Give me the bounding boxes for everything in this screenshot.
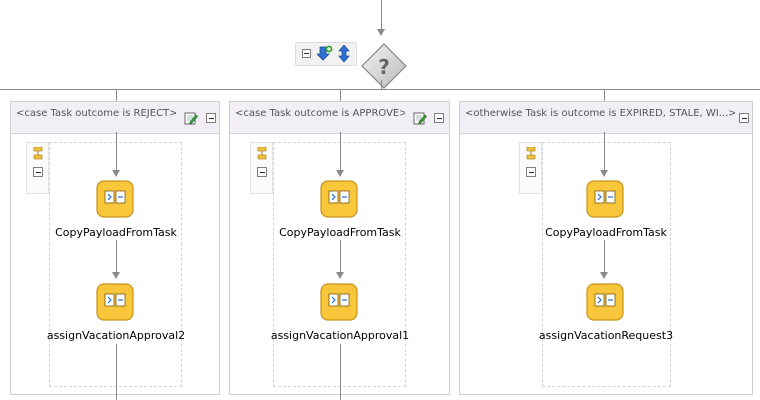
activity-label: assignVacationApproval2 <box>46 329 186 342</box>
branch-drop-3 <box>604 89 605 101</box>
branch-label: <otherwise Task is outcome is EXPIRED, S… <box>465 108 735 119</box>
collapse-branch-icon[interactable] <box>434 113 444 123</box>
arrowhead <box>336 170 344 177</box>
assign-activity-icon[interactable] <box>586 180 624 218</box>
assign-activity-icon[interactable] <box>320 180 358 218</box>
split-line <box>0 89 760 90</box>
branch-label: <case Task outcome is REJECT> <box>16 108 176 119</box>
branch-drop-1 <box>116 89 117 101</box>
connector <box>116 132 117 172</box>
svg-text:?: ? <box>378 55 390 79</box>
side-toolbar <box>250 142 273 194</box>
collapse-sequence-icon[interactable] <box>526 167 536 177</box>
collapse-branch-icon[interactable] <box>739 113 749 123</box>
question-diamond-icon[interactable]: ? <box>361 43 407 89</box>
add-branch-icon[interactable] <box>317 45 333 62</box>
connector <box>116 344 117 400</box>
sequence-container <box>542 142 671 387</box>
arrowhead <box>600 272 608 279</box>
incoming-arrowhead <box>377 29 385 36</box>
reorder-icon[interactable] <box>338 45 350 62</box>
branch-otherwise: <otherwise Task is outcome is EXPIRED, S… <box>459 101 753 395</box>
sequence-container <box>49 142 182 387</box>
assign-activity-icon[interactable] <box>96 283 134 321</box>
branch-approve: <case Task outcome is APPROVE> <box>229 101 450 395</box>
diamond-down-connector <box>381 80 382 90</box>
arrowhead <box>600 170 608 177</box>
assign-activity-icon[interactable] <box>96 180 134 218</box>
switch-toolbar <box>295 42 357 66</box>
incoming-connector <box>381 0 382 30</box>
sequence-icon[interactable] <box>526 147 536 160</box>
sequence-icon[interactable] <box>33 147 43 160</box>
branch-header: <otherwise Task is outcome is EXPIRED, S… <box>460 102 752 134</box>
arrowhead <box>112 170 120 177</box>
activity-label: CopyPayloadFromTask <box>545 226 667 239</box>
connector <box>604 132 605 172</box>
connector <box>340 132 341 172</box>
assign-activity-icon[interactable] <box>320 283 358 321</box>
activity-label: assignVacationRequest3 <box>538 329 674 342</box>
sequence-container <box>273 142 406 387</box>
branch-header: <case Task outcome is REJECT> <box>11 102 219 134</box>
activity-label: assignVacationApproval1 <box>270 329 410 342</box>
activity-label: CopyPayloadFromTask <box>279 226 401 239</box>
arrowhead <box>336 272 344 279</box>
arrowhead <box>112 272 120 279</box>
collapse-icon[interactable] <box>302 49 311 58</box>
branch-header: <case Task outcome is APPROVE> <box>230 102 449 134</box>
connector <box>116 240 117 273</box>
edit-condition-icon[interactable] <box>413 111 427 125</box>
collapse-branch-icon[interactable] <box>206 113 216 123</box>
branch-drop-2 <box>340 89 341 101</box>
collapse-sequence-icon[interactable] <box>33 167 43 177</box>
branch-label: <case Task outcome is APPROVE> <box>235 108 405 119</box>
activity-label: CopyPayloadFromTask <box>55 226 177 239</box>
connector <box>340 240 341 273</box>
assign-activity-icon[interactable] <box>586 283 624 321</box>
sequence-icon[interactable] <box>257 147 267 160</box>
connector <box>604 240 605 273</box>
collapse-sequence-icon[interactable] <box>257 167 267 177</box>
connector <box>340 344 341 400</box>
side-toolbar <box>519 142 542 194</box>
side-toolbar <box>26 142 49 194</box>
edit-condition-icon[interactable] <box>184 111 198 125</box>
